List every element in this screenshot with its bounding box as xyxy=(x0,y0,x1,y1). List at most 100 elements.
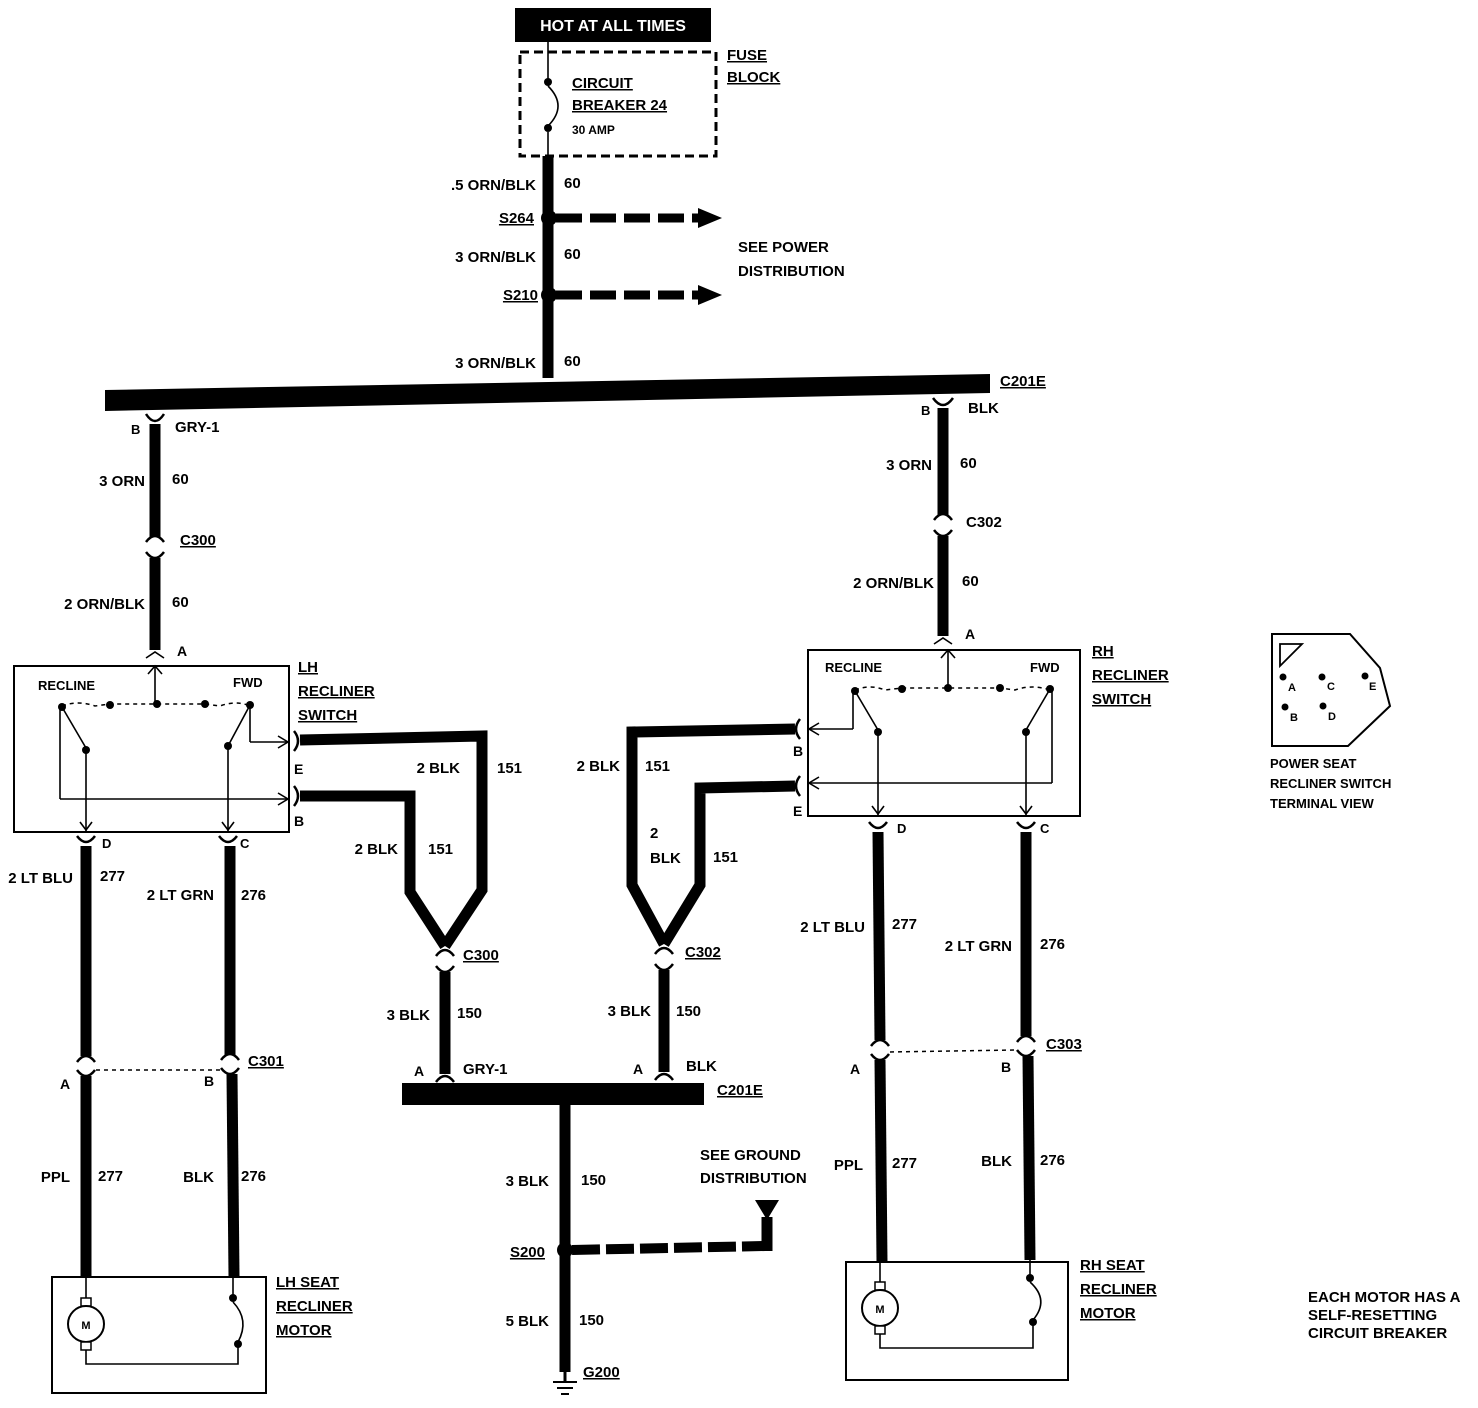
lh-ground-connector: C300 xyxy=(463,947,499,964)
lh-wire-b-gauge: BLK xyxy=(183,1169,214,1186)
rh-switch-name-1: RH xyxy=(1092,643,1114,660)
lh-switch-fwd-label: FWD xyxy=(233,675,263,690)
feed-wire2-circuit: 60 xyxy=(564,246,581,263)
lh-motor-name-1: LH SEAT xyxy=(276,1274,339,1291)
bottom-bus-left-pin: A xyxy=(414,1063,424,1079)
lh-switch-name-2: RECLINER xyxy=(298,683,375,700)
lh-ground-wires: 2 BLK 151 2 BLK 151 C300 3 BLK 150 xyxy=(292,730,522,1083)
breaker-label-2: BREAKER 24 xyxy=(572,97,668,114)
feed-wire: .5 ORN/BLK 60 S264 3 ORN/BLK 60 S210 3 O… xyxy=(451,156,845,378)
rh-motor-symbol: M xyxy=(875,1304,884,1316)
rh-wire-c-gauge: 2 LT GRN xyxy=(945,938,1012,955)
lh-wire-b-circuit: 276 xyxy=(241,1168,266,1185)
lh-switch-pin-b: B xyxy=(294,813,304,829)
rh-motor-connector: C303 xyxy=(1046,1036,1082,1053)
rh-ground-connector: C302 xyxy=(685,944,721,961)
feed-wire3-gauge: 3 ORN/BLK xyxy=(455,355,536,372)
rh-ground-wire3-circuit: 150 xyxy=(676,1003,701,1020)
lh-feed-wire1-gauge: 3 ORN xyxy=(99,473,145,490)
note-line-3: CIRCUIT BREAKER xyxy=(1308,1325,1447,1342)
rh-feed-connector: C302 xyxy=(966,514,1002,531)
splice-s200 xyxy=(557,1242,573,1258)
note-line-1: EACH MOTOR HAS A xyxy=(1308,1289,1461,1306)
lh-ground-wire1-circuit: 151 xyxy=(497,760,522,777)
rh-feed-wire1-gauge: 3 ORN xyxy=(886,457,932,474)
rh-feed-wire2-gauge: 2 ORN/BLK xyxy=(853,575,934,592)
terminal-caption-1: POWER SEAT xyxy=(1270,756,1356,771)
lh-seat-recliner-motor: M LH SEAT RECLINER MOTOR xyxy=(51,1274,353,1394)
top-bus-left-pin: B xyxy=(131,422,140,437)
rh-motor-pin-a: A xyxy=(850,1061,860,1077)
lh-motor-connector: C301 xyxy=(248,1053,284,1070)
top-bus-connector-label: C201E xyxy=(1000,373,1046,390)
lh-feed-wire2-gauge: 2 ORN/BLK xyxy=(64,596,145,613)
fuse-block-label-1: FUSE xyxy=(727,47,767,64)
lh-motor-pin-a: A xyxy=(60,1076,70,1092)
lh-feed-wire: 3 ORN 60 C300 2 ORN/BLK 60 A xyxy=(64,413,216,659)
rh-wire-d-circuit: 277 xyxy=(892,916,917,933)
rh-motor-name-3: MOTOR xyxy=(1080,1305,1136,1322)
lh-feed-pin: A xyxy=(177,643,187,659)
lh-ground-wire1-gauge: 2 BLK xyxy=(417,760,461,777)
ground-g200-label: G200 xyxy=(583,1364,620,1381)
feed-wire1-gauge: .5 ORN/BLK xyxy=(451,177,536,194)
rh-switch-pin-e: E xyxy=(793,803,802,819)
lh-wire-d-circuit: 277 xyxy=(100,868,125,885)
rh-motor-pin-b: B xyxy=(1001,1059,1011,1075)
lh-switch-pin-e: E xyxy=(294,761,303,777)
switch-terminal-view: A C E B D POWER SEAT RECLINER SWITCH TER… xyxy=(1270,633,1391,811)
ground-wire2-circuit: 150 xyxy=(579,1312,604,1329)
lh-wire-c-gauge: 2 LT GRN xyxy=(147,887,214,904)
splice-s210 xyxy=(541,287,557,303)
rh-feed-wire: 3 ORN 60 C302 2 ORN/BLK 60 A xyxy=(853,397,1002,645)
rh-switch-pin-b: B xyxy=(793,743,803,759)
rh-wire-c-circuit: 276 xyxy=(1040,936,1065,953)
rh-wire-a-gauge: PPL xyxy=(834,1157,863,1174)
breaker-label-1: CIRCUIT xyxy=(572,75,633,92)
bottom-bus-left-color: GRY-1 xyxy=(463,1061,507,1078)
lh-feed-connector: C300 xyxy=(180,532,216,549)
lh-ground-wire3-circuit: 150 xyxy=(457,1005,482,1022)
lh-motor-symbol: M xyxy=(81,1320,90,1332)
rh-wire-b-gauge: BLK xyxy=(981,1153,1012,1170)
rh-feed-pin: A xyxy=(965,626,975,642)
ground-wire1-gauge: 3 BLK xyxy=(506,1173,550,1190)
terminal-pin-b: B xyxy=(1290,712,1298,724)
lh-motor-name-2: RECLINER xyxy=(276,1298,353,1315)
breaker-rating: 30 AMP xyxy=(572,123,615,137)
terminal-pin-e: E xyxy=(1369,681,1376,693)
rh-ground-wire2-gauge-2: BLK xyxy=(650,850,681,867)
lh-feed-wire2-circuit: 60 xyxy=(172,594,189,611)
splice-s200-label: S200 xyxy=(510,1244,545,1261)
lh-wire-c-circuit: 276 xyxy=(241,887,266,904)
lh-recliner-switch: RECLINE FWD LH RECLINER SWITCH E B D C xyxy=(13,659,375,851)
lh-feed-wire1-circuit: 60 xyxy=(172,471,189,488)
top-bus-right-color: BLK xyxy=(968,400,999,417)
rh-motor-name-2: RECLINER xyxy=(1080,1281,1157,1298)
rh-switch-name-2: RECLINER xyxy=(1092,667,1169,684)
terminal-caption-2: RECLINER SWITCH xyxy=(1270,776,1391,791)
feed-wire3-circuit: 60 xyxy=(564,353,581,370)
motor-breaker-note: EACH MOTOR HAS A SELF-RESETTING CIRCUIT … xyxy=(1308,1289,1461,1342)
rh-wire-a-circuit: 277 xyxy=(892,1155,917,1172)
lh-wire-a-circuit: 277 xyxy=(98,1168,123,1185)
see-power-distribution-2: DISTRIBUTION xyxy=(738,263,845,280)
rh-ground-wires: 2 BLK 151 2 BLK 151 C302 3 BLK 150 xyxy=(577,718,802,1081)
rh-motor-name-1: RH SEAT xyxy=(1080,1257,1145,1274)
top-bus-right-pin: B xyxy=(921,403,930,418)
rh-wire-b-circuit: 276 xyxy=(1040,1152,1065,1169)
fuse-block: CIRCUIT BREAKER 24 30 AMP FUSE BLOCK xyxy=(518,42,780,158)
rh-ground-wire1-gauge: 2 BLK xyxy=(577,758,621,775)
splice-s264 xyxy=(541,210,557,226)
terminal-pin-c: C xyxy=(1327,681,1335,693)
lh-ground-wire2-circuit: 151 xyxy=(428,841,453,858)
rh-ground-wire2-circuit: 151 xyxy=(713,849,738,866)
lh-wire-d-gauge: 2 LT BLU xyxy=(8,870,73,887)
bottom-bus-right-pin: A xyxy=(633,1061,643,1077)
lh-motor-pin-b: B xyxy=(204,1073,214,1089)
feed-wire2-gauge: 3 ORN/BLK xyxy=(455,249,536,266)
banner-text: HOT AT ALL TIMES xyxy=(540,18,686,35)
bottom-bus-right-color: BLK xyxy=(686,1058,717,1075)
splice-s264-label: S264 xyxy=(499,210,535,227)
